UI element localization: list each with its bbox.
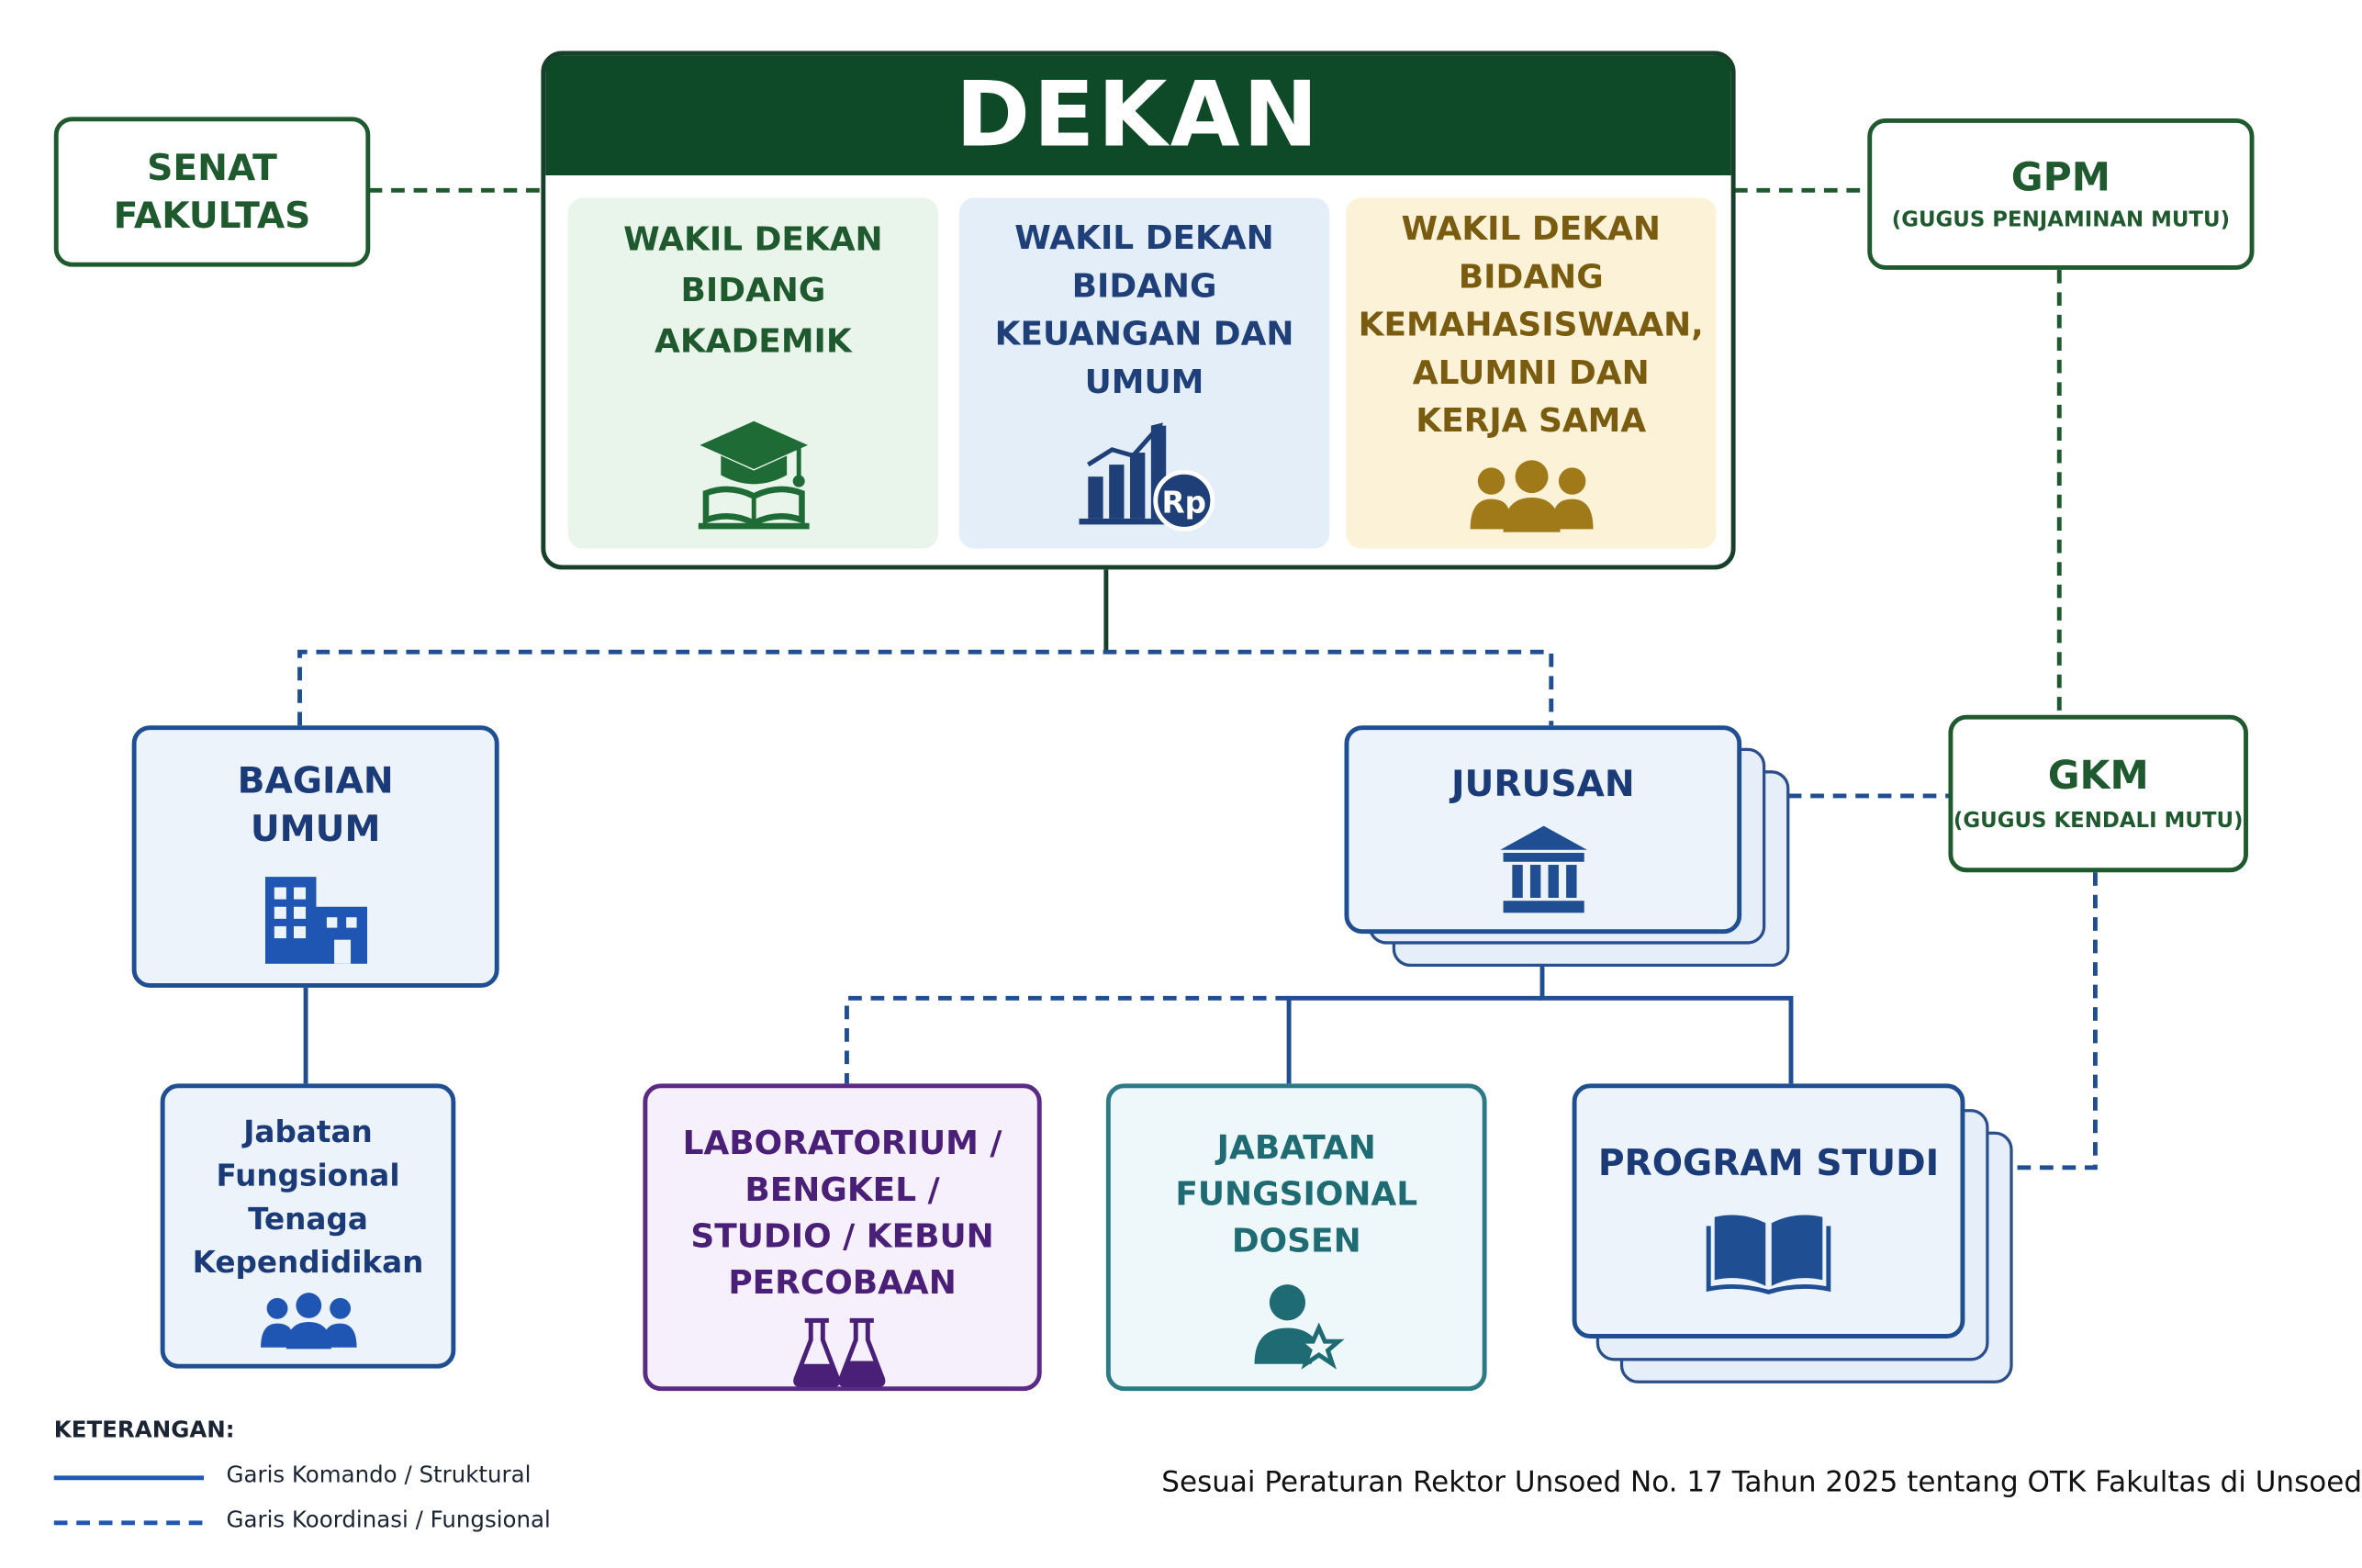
lab-line-2: BENGKEL / [744, 1171, 940, 1210]
bagian-umum-line-1: BAGIAN [237, 759, 394, 802]
legend-item-dashed: Garis Koordinasi / Fungsional [53, 1506, 654, 1540]
person-star-icon [1111, 1283, 1483, 1370]
bagian-umum-line-2: UMUM [250, 807, 381, 850]
wd-kemahasiswaan-line-4: ALUMNI DAN [1412, 354, 1650, 393]
prodi-title: PROGRAM STUDI [1597, 1142, 1940, 1184]
wakil-dekan-kemahasiswaan-card: WAKIL DEKAN BIDANG KEMAHASISWAAN, ALUMNI… [1346, 197, 1717, 549]
coord-line-gkm-prodi [2008, 872, 2098, 1170]
lab-line-3: STUDIO / KEBUN [690, 1218, 994, 1257]
program-studi-box: PROGRAM STUDI [1572, 1083, 1965, 1338]
wd-kemahasiswaan-line-5: KERJA SAMA [1416, 403, 1647, 441]
legend-item-solid: Garis Komando / Struktural [53, 1461, 654, 1495]
wd-akademik-line-3: AKADEMIK [655, 323, 852, 362]
wakil-dekan-akademik-card: WAKIL DEKAN BIDANG AKADEMIK [567, 197, 939, 549]
wd-kemahasiswaan-line-3: KEMAHASISWAAN, [1358, 307, 1704, 345]
people-group-icon [165, 1293, 452, 1350]
senat-label-line-2: FAKULTAS [113, 195, 311, 237]
coord-line-jurusan-lab [844, 995, 1290, 1084]
legend-dashed-line [53, 1520, 205, 1526]
lab-line-4: PERCOBAAN [728, 1264, 957, 1303]
senat-label-line-1: SENAT [147, 146, 277, 189]
gkm-box: GKM (GUGUS KENDALI MUTU) [1948, 714, 2248, 873]
jf-dosen-line-3: DOSEN [1231, 1223, 1361, 1261]
gkm-subtitle: (GUGUS KENDALI MUTU) [1953, 808, 2244, 833]
wd-kemahasiswaan-line-2: BIDANG [1458, 259, 1604, 297]
legend-label-dashed: Garis Koordinasi / Fungsional [226, 1506, 551, 1534]
wd-keuangan-line-3: KEUANGAN DAN [994, 316, 1294, 354]
gpm-title: GPM [2010, 154, 2111, 200]
legend-label-solid: Garis Komando / Struktural [226, 1461, 532, 1489]
gpm-subtitle: (GUGUS PENJAMINAN MUTU) [1891, 207, 2231, 232]
jf-tendik-line-2: Fungsional [216, 1157, 400, 1193]
wd-kemahasiswaan-line-1: WAKIL DEKAN [1401, 211, 1661, 250]
people-group-icon [1346, 460, 1716, 535]
jurusan-box: JURUSAN [1344, 725, 1742, 935]
regulation-note: Sesuai Peraturan Rektor Unsoed No. 17 Ta… [1161, 1465, 2362, 1499]
gpm-box: GPM (GUGUS PENJAMINAN MUTU) [1867, 118, 2255, 270]
laboratorium-box: LABORATORIUM / BENGKEL / STUDIO / KEBUN … [643, 1083, 1042, 1392]
legend-solid-line [53, 1475, 205, 1481]
wakil-dekan-keuangan-card: WAKIL DEKAN BIDANG KEUANGAN DAN UMUM Rp [958, 197, 1330, 549]
graduation-cap-book-icon [568, 415, 938, 532]
gkm-title: GKM [2047, 753, 2149, 799]
dekan-title: DEKAN [545, 55, 1731, 176]
coord-line-dekan-units [297, 649, 1554, 726]
office-building-icon [137, 874, 495, 967]
jabatan-fungsional-tendik-box: Jabatan Fungsional Tenaga Kependidikan [160, 1083, 456, 1369]
legend-title: KETERANGAN: [53, 1416, 235, 1444]
jabatan-fungsional-dosen-box: JABATAN FUNGSIONAL DOSEN [1105, 1083, 1487, 1392]
legend: KETERANGAN: Garis Komando / Struktural G… [53, 1416, 654, 1551]
command-line-jurusan-dosen [1286, 995, 1542, 1084]
lab-line-1: LABORATORIUM / [682, 1126, 1002, 1163]
svg-text:Rp: Rp [1161, 485, 1206, 520]
institution-building-icon [1349, 823, 1737, 915]
open-book-icon [1577, 1211, 1961, 1294]
wd-keuangan-line-2: BIDANG [1071, 268, 1217, 307]
bagian-umum-box: BAGIAN UMUM [131, 725, 499, 988]
lab-flasks-icon [647, 1316, 1036, 1388]
jurusan-title: JURUSAN [1450, 763, 1635, 805]
jf-tendik-line-3: Tenaga [248, 1200, 368, 1237]
wd-keuangan-line-1: WAKIL DEKAN [1014, 219, 1274, 258]
jf-tendik-line-1: Jabatan [243, 1114, 373, 1150]
jf-tendik-line-4: Kependidikan [192, 1244, 424, 1281]
wd-keuangan-line-4: UMUM [1084, 364, 1204, 402]
wd-akademik-line-2: BIDANG [680, 273, 826, 310]
senat-fakultas-box: SENAT FAKULTAS [53, 117, 371, 267]
finance-chart-rp-icon: Rp [959, 420, 1329, 533]
dekan-block: DEKAN WAKIL DEKAN BIDANG AKADEMIK WAKIL … [541, 50, 1736, 570]
jf-dosen-line-1: JABATAN [1216, 1130, 1376, 1168]
jf-dosen-line-2: FUNGSIONAL [1175, 1176, 1418, 1215]
wd-akademik-line-1: WAKIL DEKAN [623, 221, 883, 260]
